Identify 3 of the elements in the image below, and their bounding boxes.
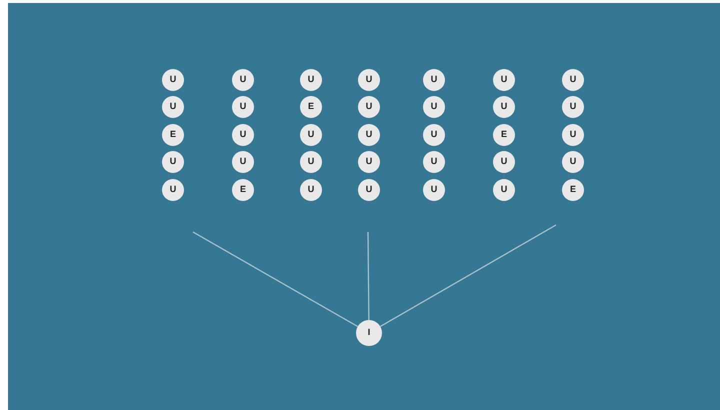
connector-line <box>367 232 370 320</box>
connector-line <box>380 224 556 328</box>
connector-line <box>192 231 358 328</box>
